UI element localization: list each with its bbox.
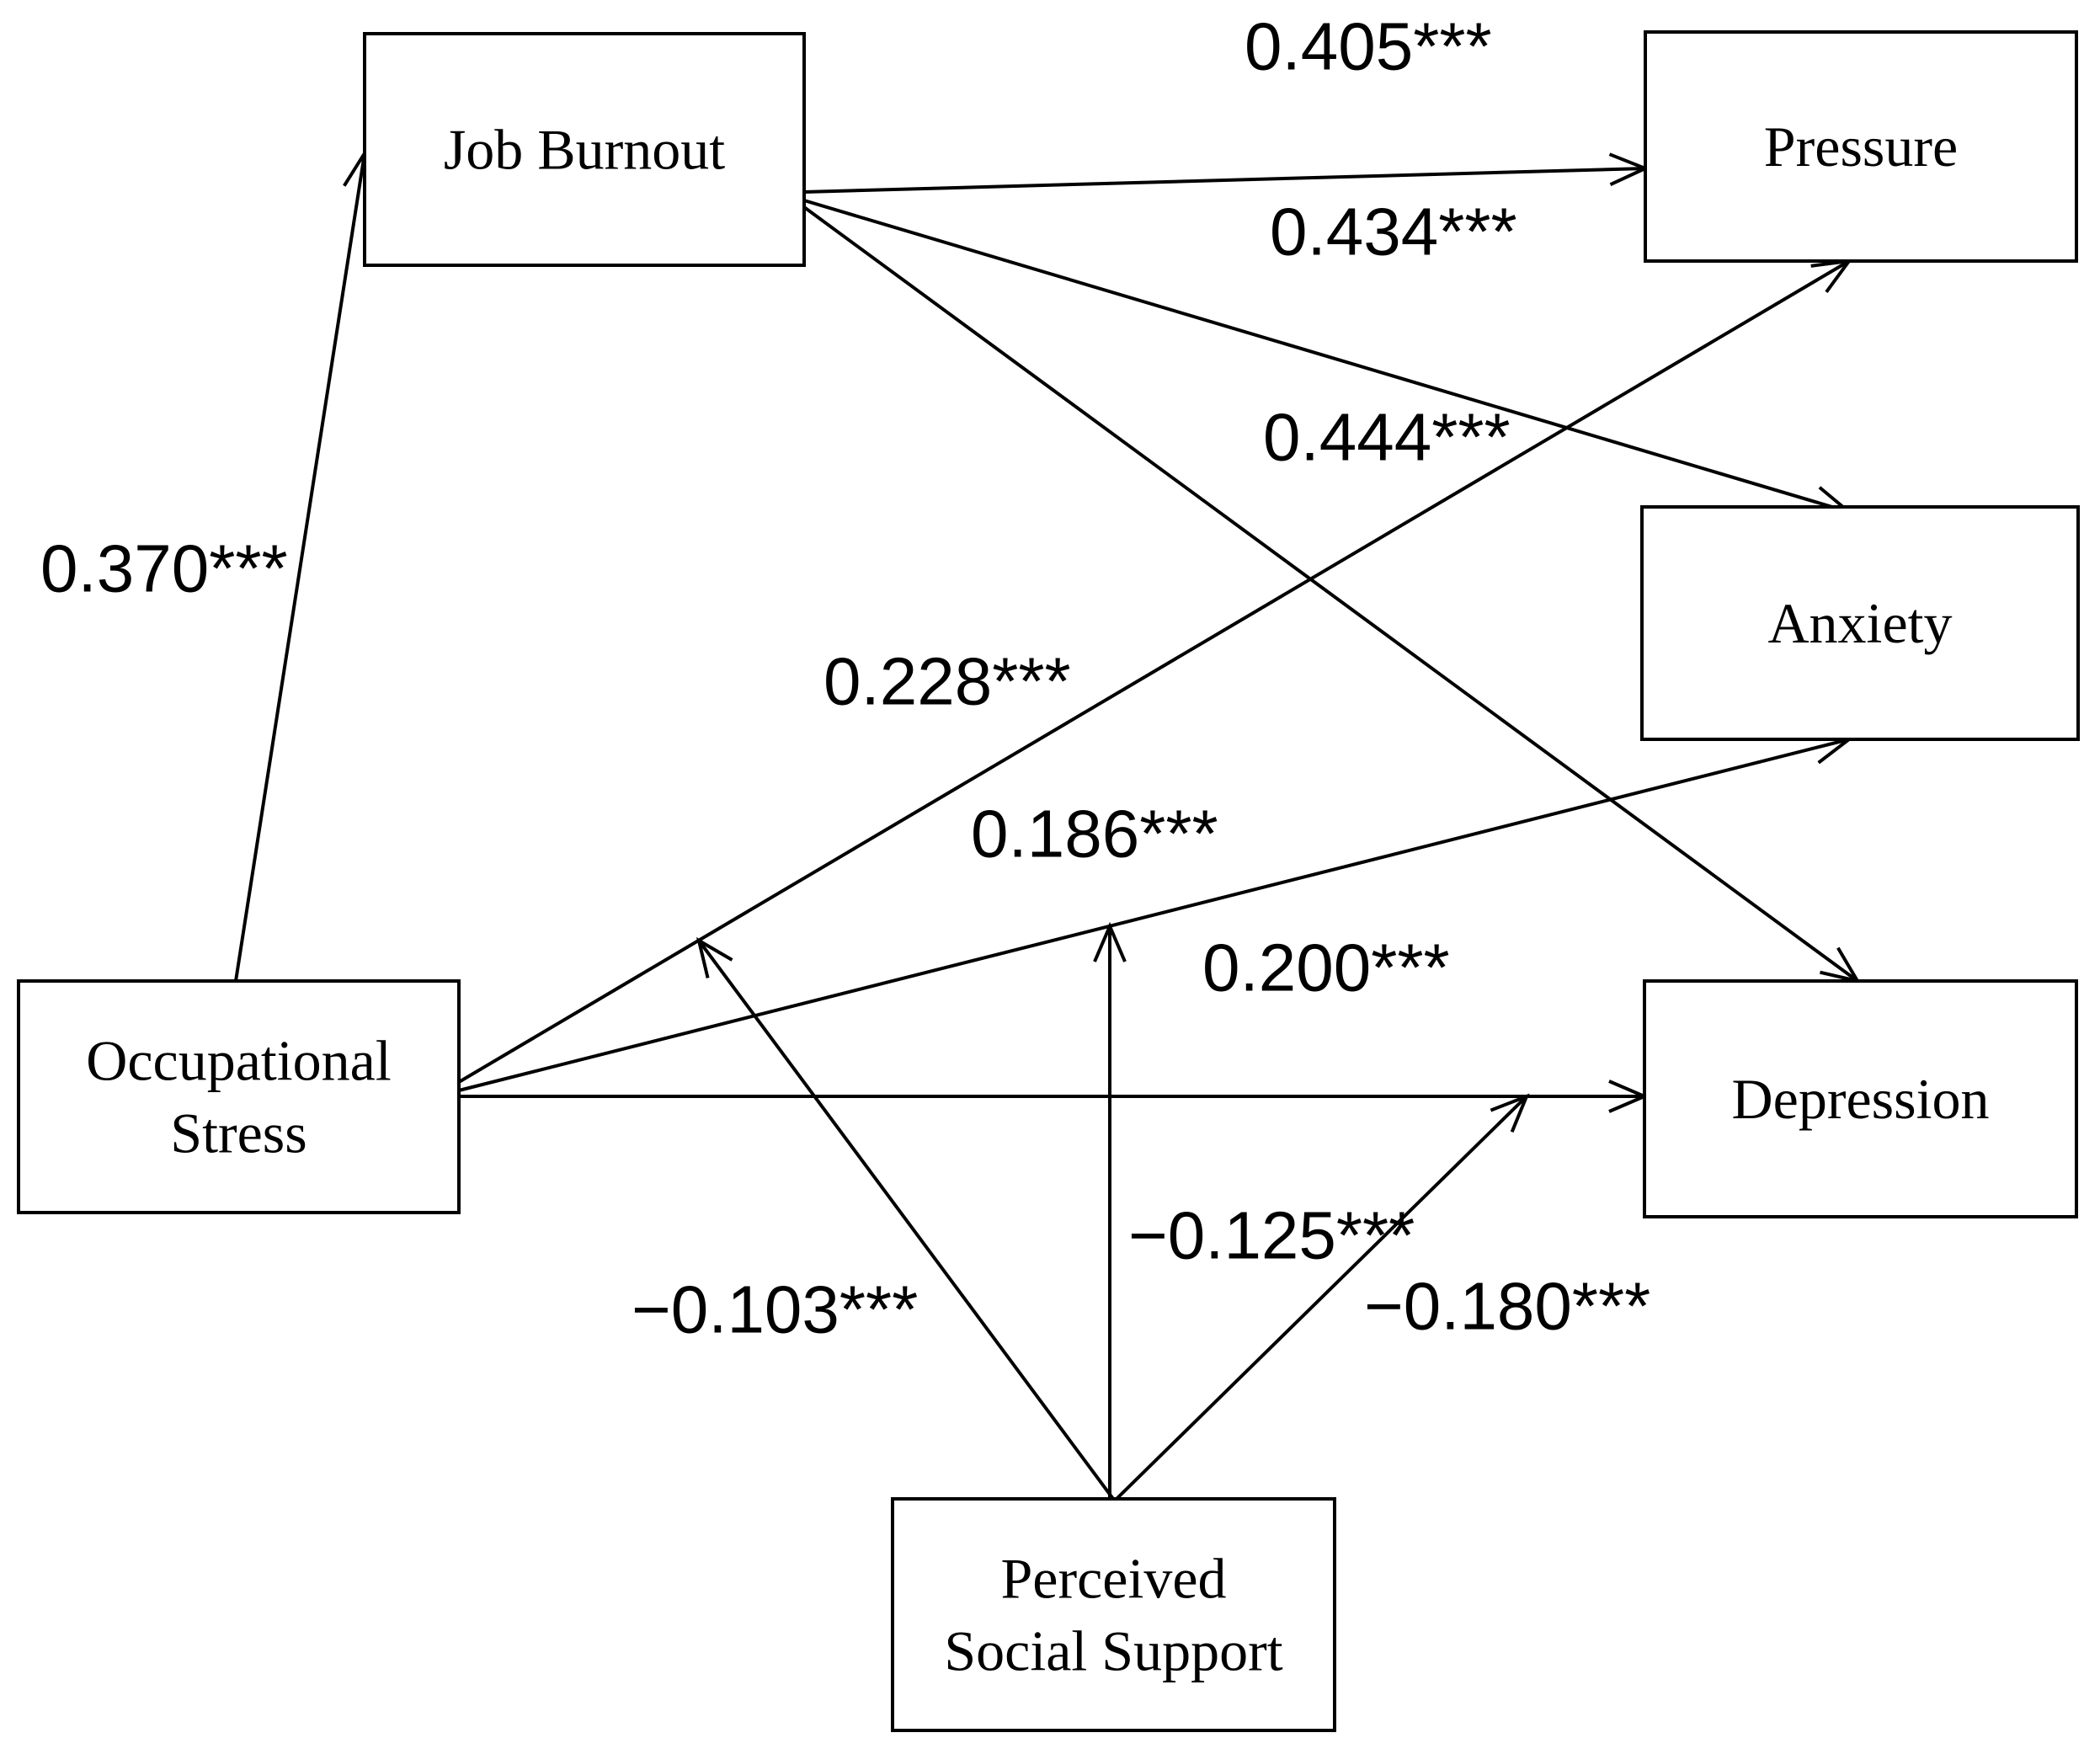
edge-stress-to-pressure [457,259,1853,1084]
edge-labels-layer: 0.370*** 0.405*** 0.434*** 0.444*** 0.228***… [40,9,1650,1347]
node-label-line: Social Support [944,1619,1282,1683]
edge-label-support-moderates-pressure-path: −0.103*** [632,1272,918,1347]
node-box-depression [1643,979,2078,1218]
edge-label-burnout-to-anxiety: 0.434*** [1270,195,1517,269]
node-label-line: Pressure [1764,115,1958,179]
node-anxiety: Anxiety [1640,505,2080,741]
node-box-occupational-stress [17,979,461,1214]
node-box-pressure [1644,30,2078,263]
node-box-perceived-social-support [891,1497,1336,1732]
node-box-anxiety [1640,505,2080,741]
edges-layer [234,148,1862,1501]
node-label-anxiety: Anxiety [1767,591,1952,655]
node-label-line: Job Burnout [444,118,725,182]
node-label-line: Depression [1732,1067,1990,1131]
node-pressure: Pressure [1644,30,2078,263]
node-label-line: Occupational [86,1029,392,1093]
edge-label-stress-to-pressure: 0.228*** [823,644,1071,719]
node-label-job-burnout: Job Burnout [444,118,725,182]
edge-label-stress-to-depression: 0.200*** [1202,930,1450,1005]
edge-label-stress-to-burnout: 0.370*** [40,531,288,606]
edge-burnout-to-depression [802,205,1862,984]
node-label-pressure: Pressure [1764,115,1958,179]
edge-label-support-moderates-depression-path: −0.180*** [1364,1269,1650,1344]
node-label-line: Perceived [1000,1547,1226,1611]
node-label-line: Anxiety [1767,591,1952,655]
edge-label-burnout-to-pressure: 0.405*** [1245,9,1492,84]
node-label-line: Stress [170,1101,306,1165]
edge-label-burnout-to-depression: 0.444*** [1263,400,1511,475]
node-depression: Depression [1643,979,2078,1218]
edge-support-moderates-pressure-path [696,936,1115,1501]
edge-label-support-moderates-anxiety-path: −0.125*** [1128,1198,1415,1273]
node-box-job-burnout [363,32,806,267]
edge-label-stress-to-anxiety: 0.186*** [971,797,1218,872]
edge-burnout-to-anxiety [803,199,1853,519]
edge-support-moderates-depression-path [1115,1093,1530,1501]
node-job-burnout: Job Burnout [363,32,806,267]
edge-burnout-to-pressure [803,152,1650,194]
edge-stress-to-burnout [234,148,376,982]
node-label-depression: Depression [1732,1067,1990,1131]
edge-stress-to-anxiety [458,731,1853,1092]
